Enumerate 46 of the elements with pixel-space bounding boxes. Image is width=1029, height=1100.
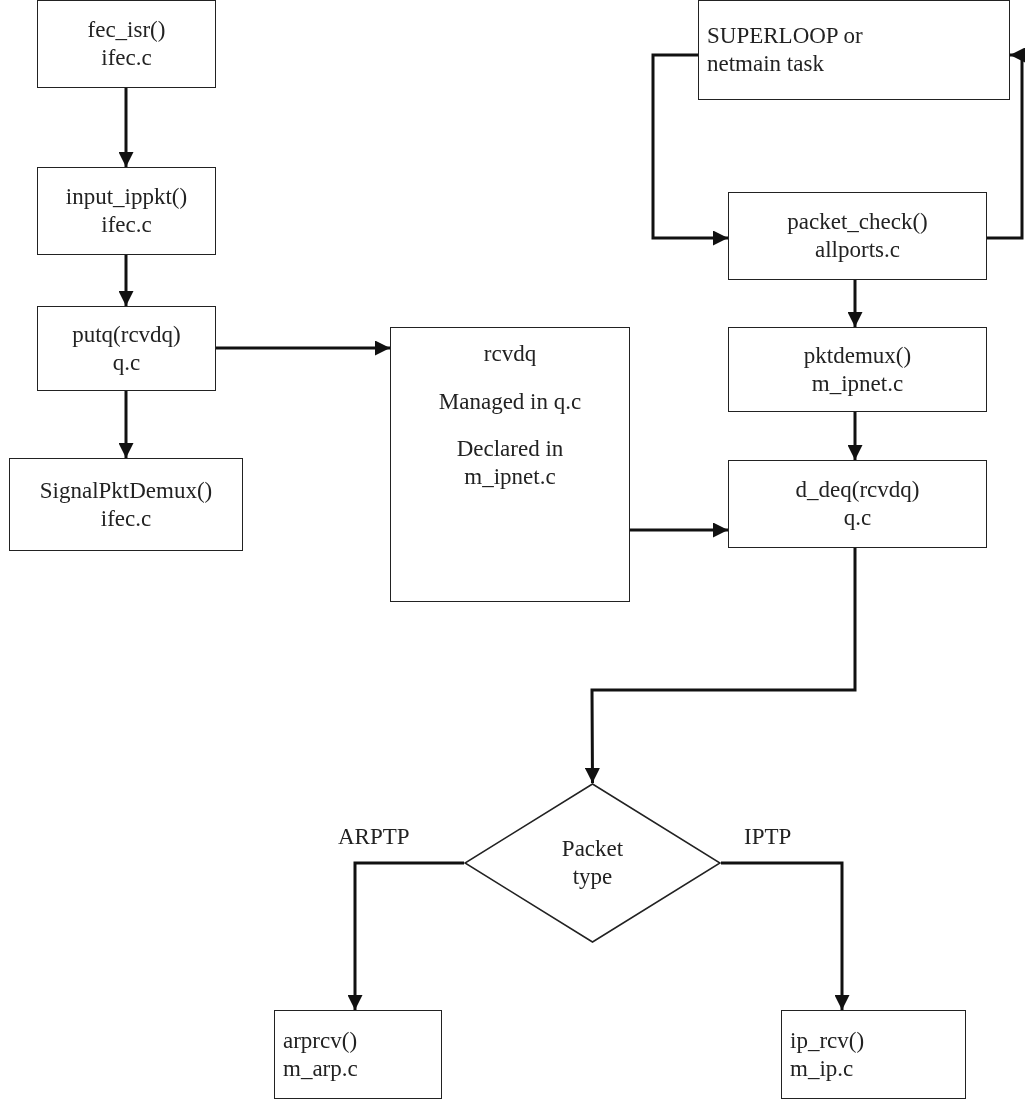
arrow [216,340,390,356]
node-label: m_ip.c [790,1054,854,1083]
arrow [721,861,850,1010]
node-label: ip_rcv() [790,1026,865,1055]
node-label: Packet type [560,835,625,891]
arrow [347,861,464,1010]
node-label: m_ipnet.c [811,369,904,398]
process-box [37,0,216,88]
arrow [118,88,134,167]
node-label: putq(rcvdq) [72,320,181,349]
node-label: SUPERLOOP or netmain task [707,22,864,78]
node-label: allports.c [815,236,900,264]
arrow [847,280,863,327]
process-box [728,460,987,548]
arrow [847,412,863,460]
arrow [630,522,728,538]
arrow [651,53,728,246]
process-box [728,192,987,280]
node-label: fec_isr() [87,16,166,44]
node-label: ifec.c [101,211,152,239]
arrow [987,47,1025,240]
arrow [118,255,134,306]
node-label: packet_check() [787,208,928,236]
node-label: pktdemux() [803,341,912,370]
process-box [390,327,630,602]
process-box [274,1010,442,1099]
node-label: m_arp.c [283,1054,358,1083]
node-label: q.c [112,348,141,377]
node-label: d_deq(rcvdq) [795,476,920,504]
node-label: arprcv() [283,1026,358,1055]
node-label: SignalPktDemux() [39,476,213,505]
node-label: Managed in q.c [438,387,582,416]
node-label: input_ippkt() [65,183,188,211]
process-box [728,327,987,412]
process-box [9,458,243,551]
node-label: ifec.c [101,44,152,72]
arrow [118,391,134,458]
arrow [584,548,857,783]
node-label: Declared in m_ipnet.c [455,435,565,491]
node-label: ifec.c [100,504,152,533]
process-box [37,167,216,255]
node-label: rcvdq [483,340,537,368]
node-label: q.c [843,504,872,532]
process-box [781,1010,966,1099]
process-box [37,306,216,391]
process-box [698,0,1010,100]
